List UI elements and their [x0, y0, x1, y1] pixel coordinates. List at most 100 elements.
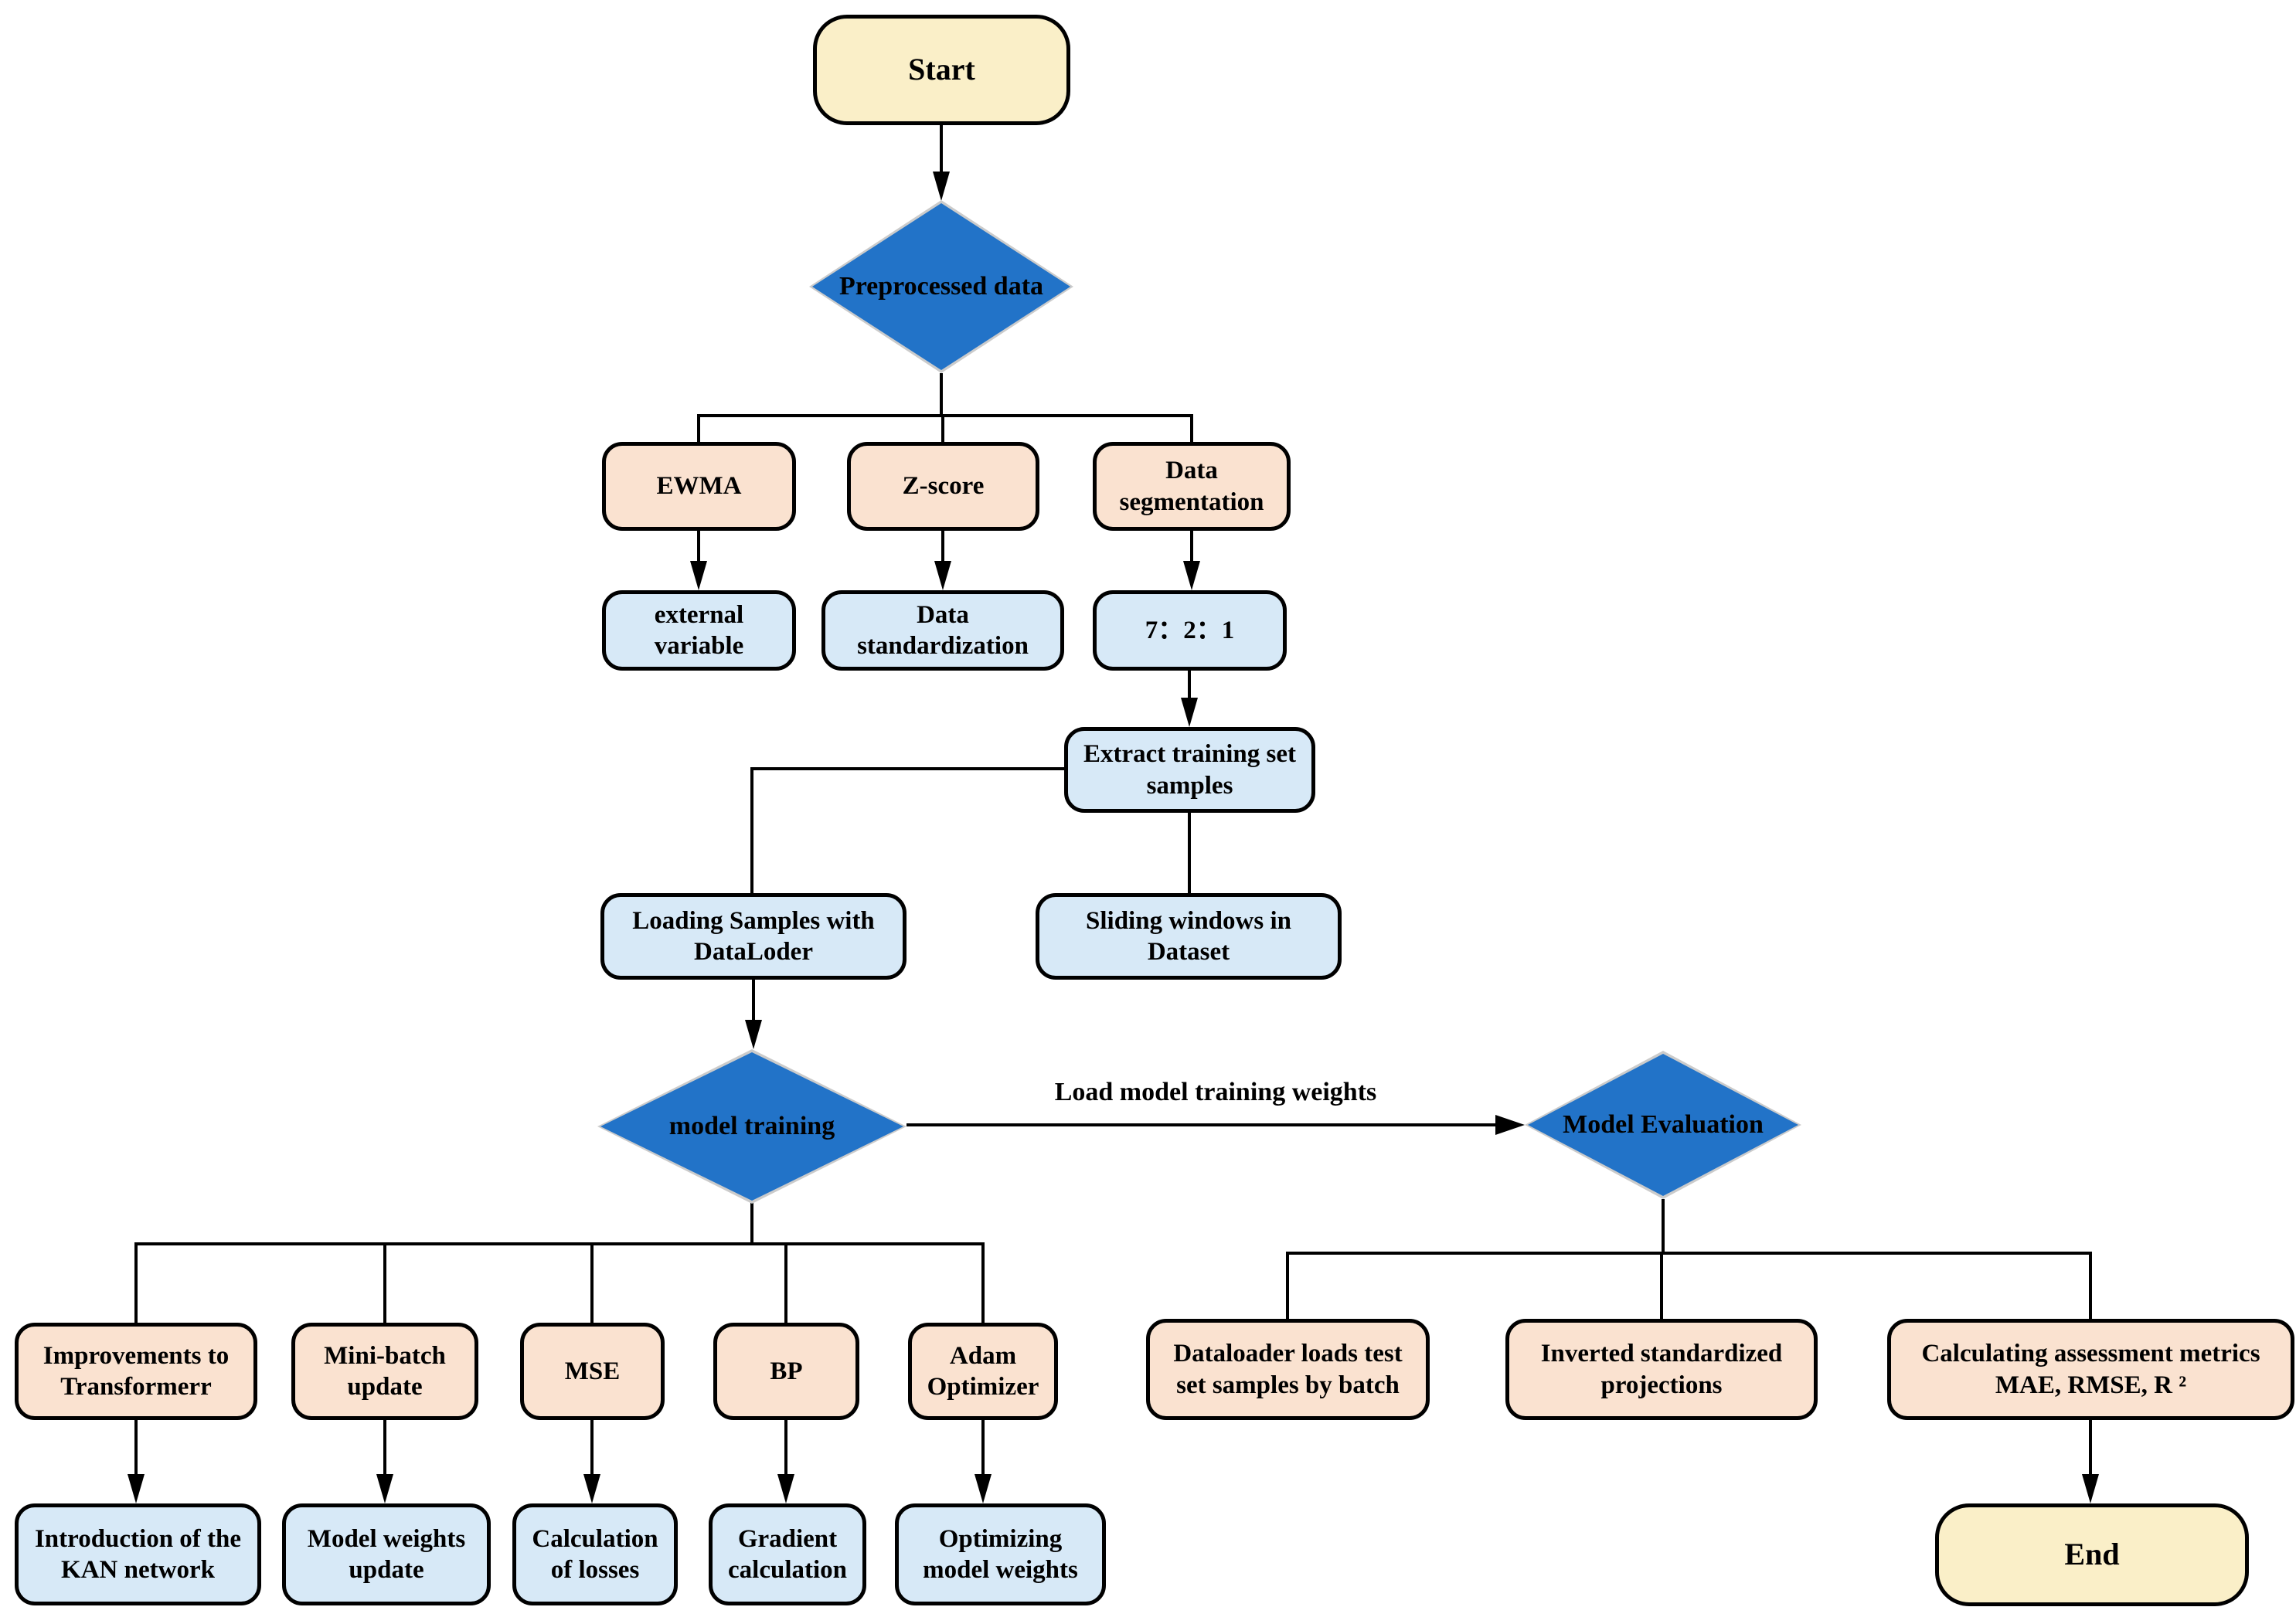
node-mse-label: MSE: [564, 1357, 621, 1385]
connector-drop-dataloader: [1286, 1252, 1289, 1319]
connector-training-distributor: [134, 1242, 983, 1245]
node-assessment-metrics-label: Calculating assessment metrics MAE, RMSE…: [1921, 1340, 2260, 1399]
node-mini-batch-label: Mini-batch update: [324, 1341, 446, 1401]
arrowhead-ewma-to-external-icon: [690, 561, 707, 590]
arrowhead-bp-to-gradient-icon: [777, 1474, 794, 1503]
connector-extract-elbow-vertical: [750, 767, 753, 893]
node-inverted-standardized-label: Inverted standardized projections: [1540, 1340, 1783, 1399]
node-mini-batch: Mini-batch update: [291, 1323, 478, 1420]
arrowhead-adam-to-optimizing-icon: [975, 1474, 992, 1503]
connector-preprocess-distributor: [697, 414, 1193, 417]
node-kan-introduction: Introduction of the KAN network: [15, 1503, 261, 1605]
node-bp: BP: [713, 1323, 859, 1420]
node-model-training: model training: [597, 1049, 906, 1204]
connector-training-down: [750, 1202, 753, 1245]
connector-ewma-to-external: [697, 531, 700, 562]
arrowhead-loading-to-training-icon: [745, 1020, 762, 1049]
node-loading-samples-label: Loading Samples with DataLoder: [632, 906, 875, 966]
arrowhead-segmentation-to-ratio-icon: [1183, 561, 1200, 590]
node-external-variable-label: external variable: [654, 600, 744, 660]
node-start: Start: [813, 15, 1070, 125]
node-dataloader-test-label: Dataloader loads test set samples by bat…: [1173, 1340, 1403, 1399]
connector-drop-adam: [981, 1242, 985, 1323]
node-preprocessed-data-label: Preprocessed data: [838, 272, 1044, 301]
node-adam-optimizer-label: Adam Optimizer: [927, 1341, 1039, 1401]
node-sliding-windows: Sliding windows in Dataset: [1036, 893, 1342, 980]
arrowhead-minibatch-to-update-icon: [376, 1474, 393, 1503]
arrowhead-start-to-preprocessed-icon: [933, 172, 950, 201]
connector-improvements-to-kan: [134, 1420, 138, 1476]
connector-training-to-evaluation: [906, 1123, 1497, 1126]
node-external-variable: external variable: [602, 590, 796, 671]
connector-segmentation-to-ratio: [1190, 531, 1193, 562]
node-inverted-standardized: Inverted standardized projections: [1505, 1319, 1818, 1420]
node-extract-training-label: Extract training set samples: [1083, 740, 1296, 800]
connector-evaluation-down: [1662, 1199, 1665, 1255]
edge-label-load-weights: Load model training weights: [1054, 1078, 1377, 1106]
connector-zscore-to-standardization: [941, 531, 944, 562]
node-data-standardization: Data standardization: [821, 590, 1064, 671]
node-sliding-windows-label: Sliding windows in Dataset: [1086, 906, 1291, 966]
node-assessment-metrics: Calculating assessment metrics MAE, RMSE…: [1887, 1319, 2294, 1420]
node-model-training-label: model training: [668, 1112, 835, 1140]
node-model-weights-update-label: Model weights update: [307, 1524, 466, 1584]
connector-drop-ewma: [697, 414, 700, 444]
node-gradient-calculation: Gradient calculation: [709, 1503, 866, 1605]
arrowhead-improvements-to-kan-icon: [128, 1474, 145, 1503]
connector-drop-mse: [590, 1242, 594, 1323]
node-bp-label: BP: [770, 1357, 803, 1385]
node-calculation-losses: Calculation of losses: [512, 1503, 678, 1605]
node-ewma-label: EWMA: [656, 472, 742, 501]
node-improvements-transformer-label: Improvements to Transformerr: [43, 1341, 230, 1401]
node-ewma: EWMA: [602, 442, 796, 531]
connector-bp-to-gradient: [784, 1420, 787, 1476]
node-model-weights-update: Model weights update: [282, 1503, 491, 1605]
node-adam-optimizer: Adam Optimizer: [908, 1323, 1058, 1420]
node-data-standardization-label: Data standardization: [857, 600, 1029, 660]
connector-mse-to-losses: [590, 1420, 594, 1476]
connector-extract-to-sliding: [1188, 813, 1191, 893]
node-model-evaluation: Model Evaluation: [1525, 1051, 1801, 1199]
arrowhead-metrics-to-end-icon: [2082, 1474, 2099, 1503]
node-split-ratio-label: 7：2：1: [1145, 616, 1235, 644]
connector-adam-to-optimizing: [981, 1420, 985, 1476]
connector-drop-segmentation: [1190, 414, 1193, 444]
node-data-segmentation-label: Data segmentation: [1119, 457, 1264, 516]
node-improvements-transformer: Improvements to Transformerr: [15, 1323, 257, 1420]
connector-drop-zscore: [941, 414, 944, 444]
node-optimizing-weights-label: Optimizing model weights: [923, 1524, 1078, 1584]
node-mse: MSE: [520, 1323, 665, 1420]
connector-drop-inverted: [1660, 1252, 1663, 1319]
node-model-evaluation-label: Model Evaluation: [1563, 1110, 1764, 1139]
arrowhead-training-to-evaluation-icon: [1495, 1115, 1525, 1135]
arrowhead-zscore-to-standardization-icon: [934, 561, 951, 590]
node-zscore: Z-score: [847, 442, 1039, 531]
node-end-label: End: [2064, 1537, 2120, 1572]
connector-drop-improvements: [134, 1242, 138, 1323]
node-optimizing-weights: Optimizing model weights: [895, 1503, 1106, 1605]
connector-start-to-preprocessed: [940, 125, 943, 172]
connector-preprocessed-down: [940, 373, 943, 417]
arrowhead-ratio-to-extract-icon: [1181, 698, 1198, 727]
connector-drop-metrics: [2089, 1252, 2092, 1319]
node-preprocessed-data: Preprocessed data: [809, 200, 1073, 373]
connector-ratio-to-extract: [1188, 671, 1191, 698]
node-dataloader-test: Dataloader loads test set samples by bat…: [1146, 1319, 1430, 1420]
node-end: End: [1935, 1503, 2249, 1606]
connector-loading-to-training: [752, 980, 755, 1021]
node-calculation-losses-label: Calculation of losses: [532, 1524, 658, 1584]
connector-drop-minibatch: [383, 1242, 386, 1323]
node-zscore-label: Z-score: [902, 472, 985, 501]
node-start-label: Start: [908, 52, 975, 87]
node-loading-samples: Loading Samples with DataLoder: [600, 893, 906, 980]
node-extract-training: Extract training set samples: [1064, 727, 1315, 813]
node-data-segmentation: Data segmentation: [1093, 442, 1291, 531]
arrowhead-mse-to-losses-icon: [583, 1474, 600, 1503]
node-gradient-calculation-label: Gradient calculation: [728, 1524, 847, 1584]
connector-drop-bp: [784, 1242, 787, 1323]
connector-minibatch-to-update: [383, 1420, 386, 1476]
node-split-ratio: 7：2：1: [1093, 590, 1287, 671]
node-kan-introduction-label: Introduction of the KAN network: [34, 1524, 242, 1584]
connector-metrics-to-end: [2089, 1420, 2092, 1476]
